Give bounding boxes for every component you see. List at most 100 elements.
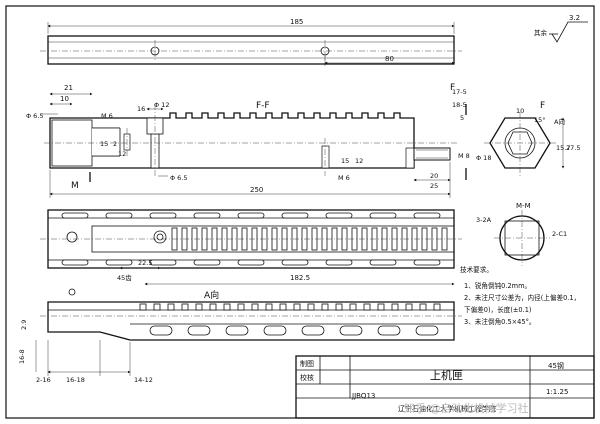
- dim-182-5: 182.5: [290, 274, 310, 282]
- a-view-tooth: [335, 303, 343, 311]
- roughness-symbol: 其余 3.2: [534, 14, 588, 43]
- plan-slot-top: [105, 212, 133, 219]
- a-view-slot: [301, 325, 325, 336]
- dim-16-18: 16-18: [66, 376, 85, 384]
- note-line-1: 1、锐角倒钝0.2mm。: [464, 281, 531, 290]
- dim-15-mid: 15: [341, 157, 349, 165]
- top-view: 185 80: [40, 18, 462, 66]
- a-view-tooth: [209, 303, 217, 311]
- a-view-tooth: [363, 303, 371, 311]
- a-direction-label: A向: [554, 117, 565, 126]
- dim-2: 2: [113, 140, 117, 148]
- dim-5: 5: [460, 114, 464, 122]
- mm-view: M-M 3-2A 2-C1: [476, 202, 567, 266]
- watermark: 知乎 @自动化机械学习社: [404, 401, 529, 415]
- plan-slot-bottom: [105, 259, 133, 266]
- plan-slot-bottom: [325, 259, 353, 266]
- a-view-slot: [415, 325, 439, 336]
- dim-80: 80: [385, 55, 394, 63]
- tb-checked-label: 校核: [300, 373, 314, 382]
- plan-slot-bottom: [237, 259, 265, 266]
- dim-45-teeth: 45齿: [117, 274, 132, 282]
- plan-slot-top: [237, 212, 265, 219]
- plan-slot-top: [413, 212, 441, 219]
- dim-2-c1: 2-C1: [552, 230, 567, 238]
- dim-15-deg: 15°: [534, 116, 546, 124]
- plan-slot-bottom: [369, 259, 397, 266]
- dim-10-hex: 10: [516, 107, 524, 115]
- dim-185: 185: [290, 18, 303, 26]
- a-view-tooth: [307, 303, 315, 311]
- a-view-tooth: [181, 303, 189, 311]
- a-view-slot: [263, 325, 287, 336]
- dim-phi-6-5-lower: Φ 6.5: [170, 174, 188, 182]
- plan-slot-top: [325, 212, 353, 219]
- mm-view-label: M-M: [516, 202, 531, 210]
- a-view-tooth: [139, 303, 147, 311]
- a-view-tooth: [419, 303, 427, 311]
- dim-m8: M 8: [458, 152, 470, 160]
- dim-18-5: 18-5: [452, 101, 467, 109]
- dim-15-left: 15: [100, 140, 108, 148]
- a-view-slot: [339, 325, 363, 336]
- title-block: 制图 校核 上机匣 45钢 1:1.25 JJBQ13 辽宁石油化工大学机械工程…: [295, 355, 595, 419]
- a-view-tooth: [349, 303, 357, 311]
- a-view-tooth: [237, 303, 245, 311]
- dim-20: 20: [430, 172, 438, 180]
- a-view-tooth: [167, 303, 175, 311]
- note-line-4: 3、未注倒角0.5×45°。: [464, 317, 535, 326]
- roughness-value: 3.2: [569, 14, 580, 22]
- a-view-tooth: [293, 303, 301, 311]
- dim-12-left: 12: [118, 150, 126, 158]
- dim-phi-6-5-left: Φ 6.5: [26, 112, 44, 120]
- a-view-tooth: [405, 303, 413, 311]
- a-view-slot: [377, 325, 401, 336]
- a-view-tooth: [195, 303, 203, 311]
- f-view: F 15° 10 Φ 18 15.7 27.5 A向: [476, 101, 580, 176]
- dim-16: 16: [137, 105, 145, 113]
- f-view-label: F: [540, 101, 545, 111]
- dim-27-5: 27.5: [566, 144, 580, 152]
- plan-slot-top: [281, 212, 309, 219]
- tb-scale: 1:1.25: [546, 388, 568, 396]
- tb-material: 45钢: [548, 361, 564, 370]
- technical-notes: 技术要求。 1、锐角倒钝0.2mm。 2、未注尺寸公差为，内径(上偏差0.1， …: [460, 265, 580, 326]
- plan-slot-top: [61, 212, 89, 219]
- a-view-slot: [225, 325, 249, 336]
- plan-slot-bottom: [149, 259, 177, 266]
- dim-2-9: 2.9: [20, 320, 28, 330]
- a-view-slot: [149, 325, 173, 336]
- plan-slot-top: [369, 212, 397, 219]
- dim-21: 21: [64, 84, 73, 92]
- dim-phi-12: Φ 12: [154, 101, 169, 109]
- dim-m6-mid: M 6: [338, 174, 350, 182]
- a-view-tooth: [265, 303, 273, 311]
- section-view: F-F 21 10 Φ 6.5 M 6: [26, 83, 470, 198]
- dim-250: 250: [250, 186, 263, 194]
- a-view-label: A向: [204, 289, 219, 301]
- dim-25: 25: [430, 182, 438, 190]
- dim-14-12: 14-12: [134, 376, 153, 384]
- tb-school: 辽宁石油化工大学机械工程学院: [398, 404, 496, 413]
- a-view-tooth: [153, 303, 161, 311]
- plan-view: 22.5 45齿 182.5: [40, 209, 462, 286]
- plan-slot-top: [193, 212, 221, 219]
- a-view-tooth: [433, 303, 441, 311]
- a-view-slot: [187, 325, 211, 336]
- a-view-tooth: [321, 303, 329, 311]
- dim-17-5: 17-5: [452, 88, 467, 96]
- dim-phi-18: Φ 18: [476, 154, 491, 162]
- a-view: A向 2.9 16-8 2-16 16-18 14-12: [18, 288, 462, 384]
- section-marker-f-top: F: [450, 83, 455, 93]
- tb-drawn-label: 制图: [300, 359, 314, 368]
- tb-drawing-no: JJBQ13: [351, 392, 375, 400]
- a-view-tooth: [279, 303, 287, 311]
- plan-slot-bottom: [61, 259, 89, 266]
- plan-slot-bottom: [413, 259, 441, 266]
- section-label: F-F: [256, 101, 270, 111]
- dim-16-8-a: 16-8: [18, 349, 26, 364]
- a-view-tooth: [377, 303, 385, 311]
- a-view-tooth: [391, 303, 399, 311]
- tb-part-name: 上机匣: [430, 368, 463, 382]
